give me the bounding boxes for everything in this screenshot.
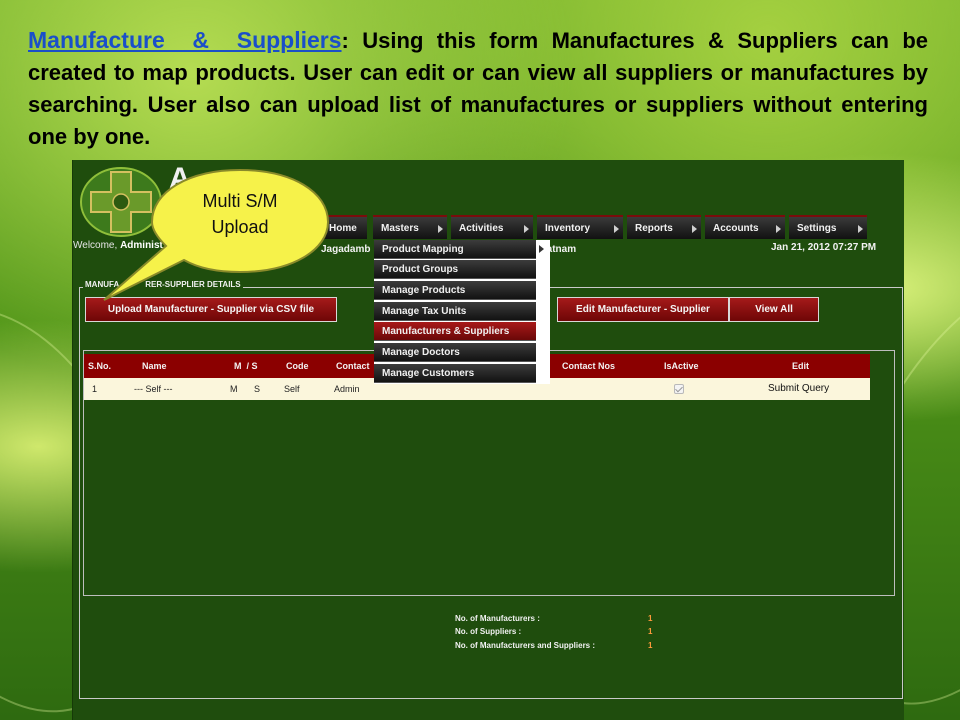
count-suppliers-label: No. of Suppliers : <box>455 627 522 636</box>
location-text: Jagadamb <box>321 244 371 255</box>
menu-item-manufacturers-suppliers[interactable]: Manufacturers & Suppliers <box>374 322 536 341</box>
chevron-right-icon <box>539 245 544 253</box>
col-header-contact-nos: Contact Nos <box>562 361 616 371</box>
chevron-right-icon <box>692 225 697 233</box>
col-header-name: Name <box>142 361 167 371</box>
chevron-right-icon <box>776 225 781 233</box>
menu-item-manage-products[interactable]: Manage Products <box>374 281 536 300</box>
cell-contact: Admin <box>334 384 360 394</box>
menu-item-manage-doctors[interactable]: Manage Doctors <box>374 343 536 362</box>
slide-heading-colon: : <box>341 28 349 53</box>
col-header-sno: S.No. <box>88 361 112 371</box>
col-header-edit: Edit <box>792 361 809 371</box>
submit-query-button[interactable]: Submit Query <box>768 383 830 394</box>
view-all-button[interactable]: View All <box>729 297 819 322</box>
nav-masters[interactable]: Masters <box>373 215 447 239</box>
col-header-contact: Contact <box>336 361 370 371</box>
count-manufacturers-label: No. of Manufacturers : <box>455 614 540 623</box>
menu-item-manage-customers[interactable]: Manage Customers <box>374 364 536 383</box>
callout-bubble <box>103 168 330 301</box>
manufacturer-table: S.No. Name M / S Code Contact Contact No… <box>83 350 895 596</box>
nav-settings[interactable]: Settings <box>789 215 867 239</box>
nav-reports[interactable]: Reports <box>627 215 701 239</box>
table-row[interactable]: 1 --- Self --- M S Self Admin Submit Que… <box>84 378 870 400</box>
chevron-right-icon <box>438 225 443 233</box>
chevron-right-icon <box>524 225 529 233</box>
col-header-isactive: IsActive <box>664 361 699 371</box>
callout-line-1: Multi S/M <box>202 191 278 211</box>
cell-code: Self <box>284 384 300 394</box>
menu-item-product-mapping[interactable]: Product Mapping <box>374 240 544 259</box>
nav-activities[interactable]: Activities <box>451 215 533 239</box>
callout-line-2: Upload <box>211 217 269 237</box>
welcome-user: Administ <box>120 240 163 251</box>
menu-item-product-groups[interactable]: Product Groups <box>374 260 536 279</box>
isactive-checkbox[interactable] <box>674 384 684 394</box>
callout-text: Multi S/M Upload <box>152 188 328 240</box>
menu-item-manage-tax-units[interactable]: Manage Tax Units <box>374 302 536 321</box>
cell-s: S <box>254 384 261 394</box>
welcome-text: Welcome, Administ <box>73 240 163 251</box>
masters-dropdown-menu: Product Mapping Product Groups Manage Pr… <box>374 240 550 384</box>
current-datetime: Jan 21, 2012 07:27 PM <box>771 242 877 253</box>
pharmacy-cross-logo-icon <box>80 167 162 237</box>
col-header-code: Code <box>286 361 309 371</box>
col-header-ms: M / S <box>234 361 258 371</box>
edit-manufacturer-supplier-button[interactable]: Edit Manufacturer - Supplier <box>557 297 729 322</box>
upload-csv-button[interactable]: Upload Manufacturer - Supplier via CSV f… <box>85 297 337 322</box>
slide-description: Manufacture & Suppliers: Using this form… <box>28 24 928 153</box>
count-both-label: No. of Manufacturers and Suppliers : <box>455 641 596 650</box>
count-both-value: 1 <box>648 641 653 650</box>
cell-m: M <box>230 384 238 394</box>
chevron-right-icon <box>858 225 863 233</box>
nav-accounts[interactable]: Accounts <box>705 215 785 239</box>
cell-name: --- Self --- <box>134 384 173 394</box>
nav-inventory[interactable]: Inventory <box>537 215 623 239</box>
chevron-right-icon <box>614 225 619 233</box>
cell-sno: 1 <box>92 384 98 394</box>
location-text-right: apatnam <box>535 244 577 255</box>
slide-body-text: Using this form Manufactures & Suppliers… <box>28 28 928 149</box>
slide-heading: Manufacture & Suppliers <box>28 27 342 53</box>
count-manufacturers-value: 1 <box>648 614 653 623</box>
count-suppliers-value: 1 <box>648 627 653 636</box>
